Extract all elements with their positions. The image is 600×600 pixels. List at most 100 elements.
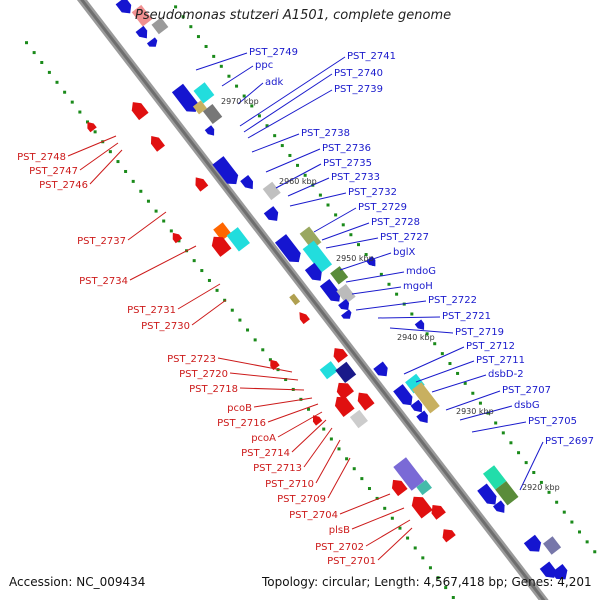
accession-text: Accession: NC_009434: [9, 575, 146, 589]
gene-label-forward: dsbD-2: [488, 369, 524, 380]
dot-outer-right: [303, 173, 307, 177]
feature-block: [543, 536, 562, 555]
gene-label-forward: PST_2733: [331, 172, 380, 183]
gene-label-forward: PST_2739: [334, 84, 383, 95]
feature-block: [391, 479, 408, 497]
feature-block: [336, 283, 356, 304]
feature-block: [302, 240, 333, 273]
dot-outer-right: [379, 272, 383, 276]
dot-outer-left: [40, 60, 44, 64]
feature-block: [410, 399, 423, 413]
leader-line-forward: [265, 148, 321, 173]
leader-line-reverse: [217, 357, 293, 373]
feature-block: [349, 409, 368, 429]
leader-line-reverse: [291, 419, 327, 453]
gene-label-forward: PST_2721: [442, 311, 491, 322]
gene-label-forward: adk: [265, 77, 283, 88]
dot-outer-right: [265, 124, 269, 128]
dot-outer-right: [181, 15, 185, 19]
leader-line-forward: [321, 222, 370, 241]
gene-label-forward: PST_2697: [545, 436, 594, 447]
feature-block: [411, 382, 440, 414]
dot-outer-right: [433, 342, 437, 346]
dot-outer-right: [501, 431, 505, 435]
dot-outer-right: [539, 480, 543, 484]
feature-block: [289, 293, 301, 306]
dot-outer-left: [246, 328, 250, 332]
dot-outer-left: [55, 80, 59, 84]
gene-label-reverse: PST_2737: [77, 236, 126, 247]
dot-outer-left: [421, 556, 425, 560]
feature-block: [431, 504, 446, 520]
leader-line-reverse: [303, 427, 333, 468]
dot-outer-right: [356, 243, 360, 247]
dot-outer-right: [456, 371, 460, 375]
dot-outer-right: [471, 391, 475, 395]
dot-outer-left: [436, 576, 440, 580]
feature-block: [414, 319, 425, 330]
leader-line-forward: [403, 346, 465, 375]
map-title: Pseudomonas stutzeri A1501, complete gen…: [135, 8, 452, 23]
feature-block: [131, 4, 153, 27]
dot-outer-left: [70, 100, 74, 104]
dot-outer-left: [261, 348, 265, 352]
gene-label-reverse: PST_2730: [141, 321, 190, 332]
dot-outer-left: [238, 318, 242, 322]
dot-outer-left: [230, 308, 234, 312]
kbp-tick-label: 2950 kbp: [336, 254, 374, 263]
dot-outer-left: [25, 41, 29, 45]
gene-label-reverse: PST_2746: [39, 180, 88, 191]
dot-outer-right: [585, 540, 589, 544]
dot-outer-right: [174, 5, 178, 9]
dot-outer-right: [562, 510, 566, 514]
dot-outer-right: [578, 530, 582, 534]
leader-line-reverse: [127, 211, 167, 241]
dot-outer-left: [352, 467, 356, 471]
leader-line-forward: [237, 82, 264, 105]
leader-line-forward: [355, 300, 427, 311]
dot-outer-right: [227, 74, 231, 78]
dot-outer-left: [169, 229, 173, 233]
gene-label-forward: PST_2728: [371, 217, 420, 228]
feature-block: [171, 83, 198, 112]
feature-block: [312, 415, 323, 426]
leader-line-forward: [287, 177, 330, 197]
gene-label-forward: bglX: [393, 247, 415, 258]
feature-block: [523, 534, 542, 552]
gene-label-reverse: PST_2716: [217, 418, 266, 429]
feature-block: [357, 392, 375, 411]
leader-line-reverse: [229, 372, 299, 381]
leader-line-forward: [313, 207, 357, 233]
leader-line-reverse: [327, 457, 351, 499]
leader-line-reverse: [191, 299, 227, 326]
dot-outer-right: [212, 54, 216, 58]
dot-outer-right: [326, 203, 330, 207]
feature-block: [274, 234, 301, 263]
genome-backbone: [76, 0, 549, 600]
feature-block: [151, 17, 169, 35]
dot-outer-right: [242, 94, 246, 98]
leader-line-forward: [339, 252, 392, 271]
dot-outer-right: [387, 282, 391, 286]
dot-outer-right: [532, 471, 536, 475]
feature-block: [195, 177, 209, 192]
dot-outer-left: [215, 288, 219, 292]
dot-outer-left: [322, 427, 326, 431]
feature-block: [319, 361, 339, 380]
leader-line-reverse: [339, 493, 391, 515]
gene-label-reverse: PST_2702: [315, 542, 364, 553]
gene-label-reverse: PST_2748: [17, 152, 66, 163]
leader-line-reverse: [277, 411, 323, 438]
dot-outer-right: [280, 144, 284, 148]
leader-line-reverse: [315, 439, 341, 484]
gene-label-reverse: PST_2731: [127, 305, 176, 316]
gene-label-reverse: PST_2709: [277, 494, 326, 505]
dot-outer-left: [154, 209, 158, 213]
feature-block: [263, 206, 279, 221]
dot-outer-left: [93, 130, 97, 134]
dot-outer-left: [32, 51, 36, 55]
feature-block: [336, 382, 354, 400]
feature-block: [492, 500, 505, 513]
leader-line-forward: [275, 163, 322, 189]
